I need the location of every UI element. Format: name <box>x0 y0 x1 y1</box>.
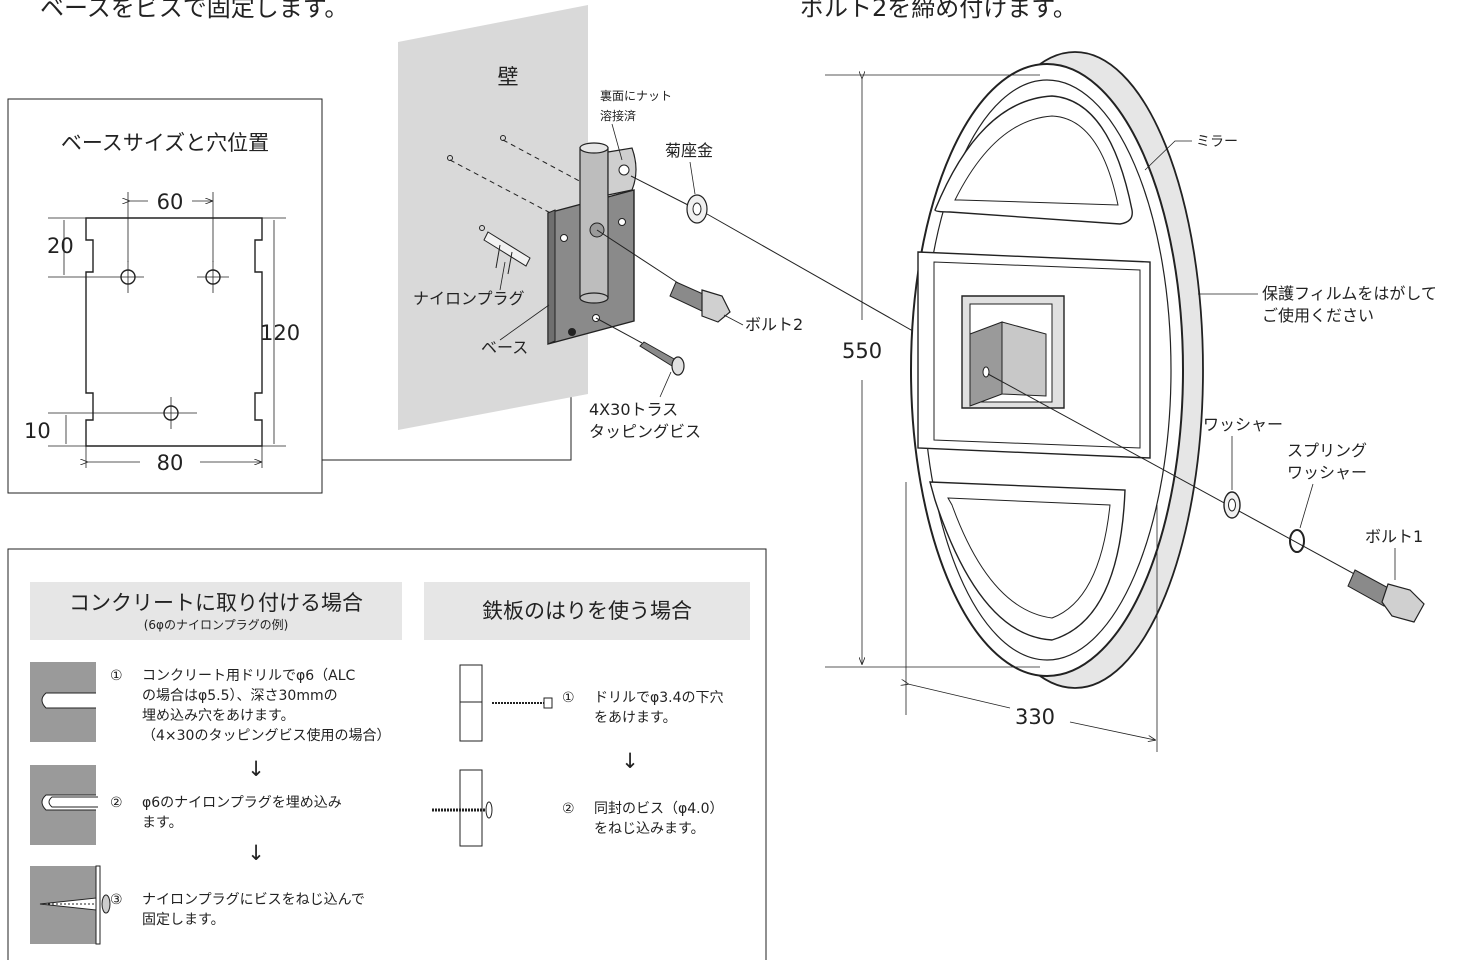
concrete-title: コンクリートに取り付ける場合 <box>69 591 363 615</box>
kikuza-label: 菊座金 <box>665 141 713 160</box>
dim-60: 60 <box>157 190 184 214</box>
base-label: ベース <box>481 338 528 357</box>
dim-10: 10 <box>24 419 51 443</box>
heading-right: ボルト2を締め付けます。 <box>800 0 1077 22</box>
steel-step2-num: ② <box>562 801 575 817</box>
steel-step1-num: ① <box>562 690 575 706</box>
wall-panel <box>398 5 588 430</box>
concrete-arrow-1: ↓ <box>247 757 265 781</box>
bolt1-part <box>1347 569 1425 623</box>
concrete-step3-line2: 固定します。 <box>142 912 225 928</box>
steel-step1-line1: ドリルでφ3.4の下穴 <box>594 690 724 706</box>
concrete-step2-line2: ます。 <box>142 815 183 831</box>
tapping-screw <box>639 341 685 376</box>
pipe <box>579 147 609 299</box>
concrete-subtitle: (6φのナイロンプラグの例) <box>144 618 289 632</box>
washer-part <box>1223 491 1241 519</box>
screw-label-line2: タッピングビス <box>589 422 701 441</box>
dim-330: 330 <box>1015 705 1055 729</box>
base-size-panel: ベースサイズと穴位置 60 20 120 10 <box>7 98 323 494</box>
wall-label: 壁 <box>498 65 519 89</box>
steel-title: 鉄板のはりを使う場合 <box>482 599 692 623</box>
concrete-step3-num: ③ <box>110 892 123 908</box>
concrete-step3-line1: ナイロンプラグにビスをねじ込んで <box>142 892 365 908</box>
bolt2-label: ボルト2 <box>745 315 803 334</box>
concrete-step1-line1: コンクリート用ドリルでφ6（ALC <box>142 668 356 684</box>
steel-header <box>424 582 750 640</box>
steel-step2-line2: をねじ込みます。 <box>594 821 705 837</box>
mirror-top-window <box>934 95 1133 225</box>
film-note-line2: ご使用ください <box>1262 306 1374 325</box>
nylon-plug-label: ナイロンプラグ <box>413 289 525 308</box>
spring-washer-line2: ワッシャー <box>1287 463 1367 482</box>
nylon-plug <box>483 231 531 275</box>
base-size-title: ベースサイズと穴位置 <box>61 131 269 155</box>
concrete-step1-illustration <box>30 662 96 742</box>
steel-arrow: ↓ <box>621 749 639 773</box>
mirror-bottom-window <box>929 481 1126 641</box>
instructions-panel: コンクリートに取り付ける場合 (6φのナイロンプラグの例) 鉄板のはりを使う場合… <box>7 548 767 960</box>
spring-washer-part <box>1289 529 1305 553</box>
heading-left: ベースをビスで固定します。 <box>40 0 348 22</box>
kikuza-washer <box>686 194 708 224</box>
dim-550: 550 <box>842 339 882 363</box>
concrete-step3-illustration <box>30 865 111 945</box>
bolt1-label: ボルト1 <box>1365 527 1423 546</box>
screw-label-line1: 4X30トラス <box>589 400 678 419</box>
concrete-step1-line4: （4×30のタッピングビス使用の場合） <box>142 727 390 744</box>
bolt2-part <box>669 281 731 323</box>
concrete-step1-num: ① <box>110 668 123 684</box>
dim-120: 120 <box>260 321 300 345</box>
concrete-step2-line1: φ6のナイロンプラグを埋め込み <box>142 795 342 811</box>
steel-step1-line2: をあけます。 <box>594 710 677 726</box>
concrete-step2-illustration <box>30 765 98 845</box>
mirror-assembly: 550 330 ミラー 保護フィルムをはがして ご使用ください ワッシャー スプ… <box>825 51 1437 752</box>
wall-assembly: 壁 <box>398 5 803 441</box>
concrete-step1-line2: の場合はφ5.5）、深さ30mmの <box>142 688 338 704</box>
nut-note-line1: 裏面にナット <box>600 88 672 103</box>
dim-20: 20 <box>47 234 74 258</box>
steel-step1-illustration <box>459 664 553 742</box>
steel-step2-illustration <box>432 769 493 847</box>
steel-step2-line1: 同封のビス（φ4.0） <box>594 801 724 817</box>
concrete-arrow-2: ↓ <box>247 841 265 865</box>
concrete-header <box>30 582 402 640</box>
dim-80: 80 <box>157 451 184 475</box>
concrete-step2-num: ② <box>110 795 123 811</box>
nut-note-line2: 溶接済 <box>600 108 636 123</box>
spring-washer-line1: スプリング <box>1287 441 1367 460</box>
washer-label: ワッシャー <box>1203 415 1283 434</box>
mirror-label: ミラー <box>1196 134 1238 150</box>
film-note-line1: 保護フィルムをはがして <box>1262 284 1437 303</box>
concrete-step1-line3: 埋め込み穴をあけます。 <box>142 708 295 724</box>
